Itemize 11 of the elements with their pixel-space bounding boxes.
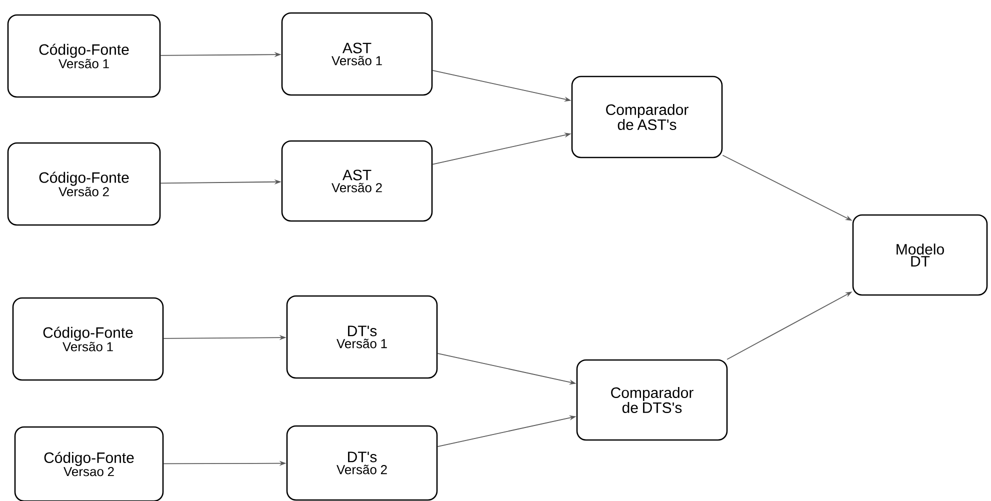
process-box: Código-Fonte Versão 1: [7, 14, 161, 98]
process-box: AST Versão 2: [281, 140, 433, 222]
process-box: Código-Fonte Versão 1: [12, 297, 164, 381]
process-box: Código-Fonte Versão 2: [7, 142, 161, 226]
process-box: DT's Versão 2: [286, 425, 438, 501]
process-box: Modelo DT: [852, 214, 988, 296]
process-box: Comparador de AST's: [571, 76, 723, 158]
process-box: AST Versão 1: [281, 12, 433, 96]
process-box: DT's Versão 1: [286, 295, 438, 379]
process-box: Código-Fonte Versao 2: [14, 426, 164, 501]
process-box: Comparador de DTS's: [576, 359, 728, 441]
